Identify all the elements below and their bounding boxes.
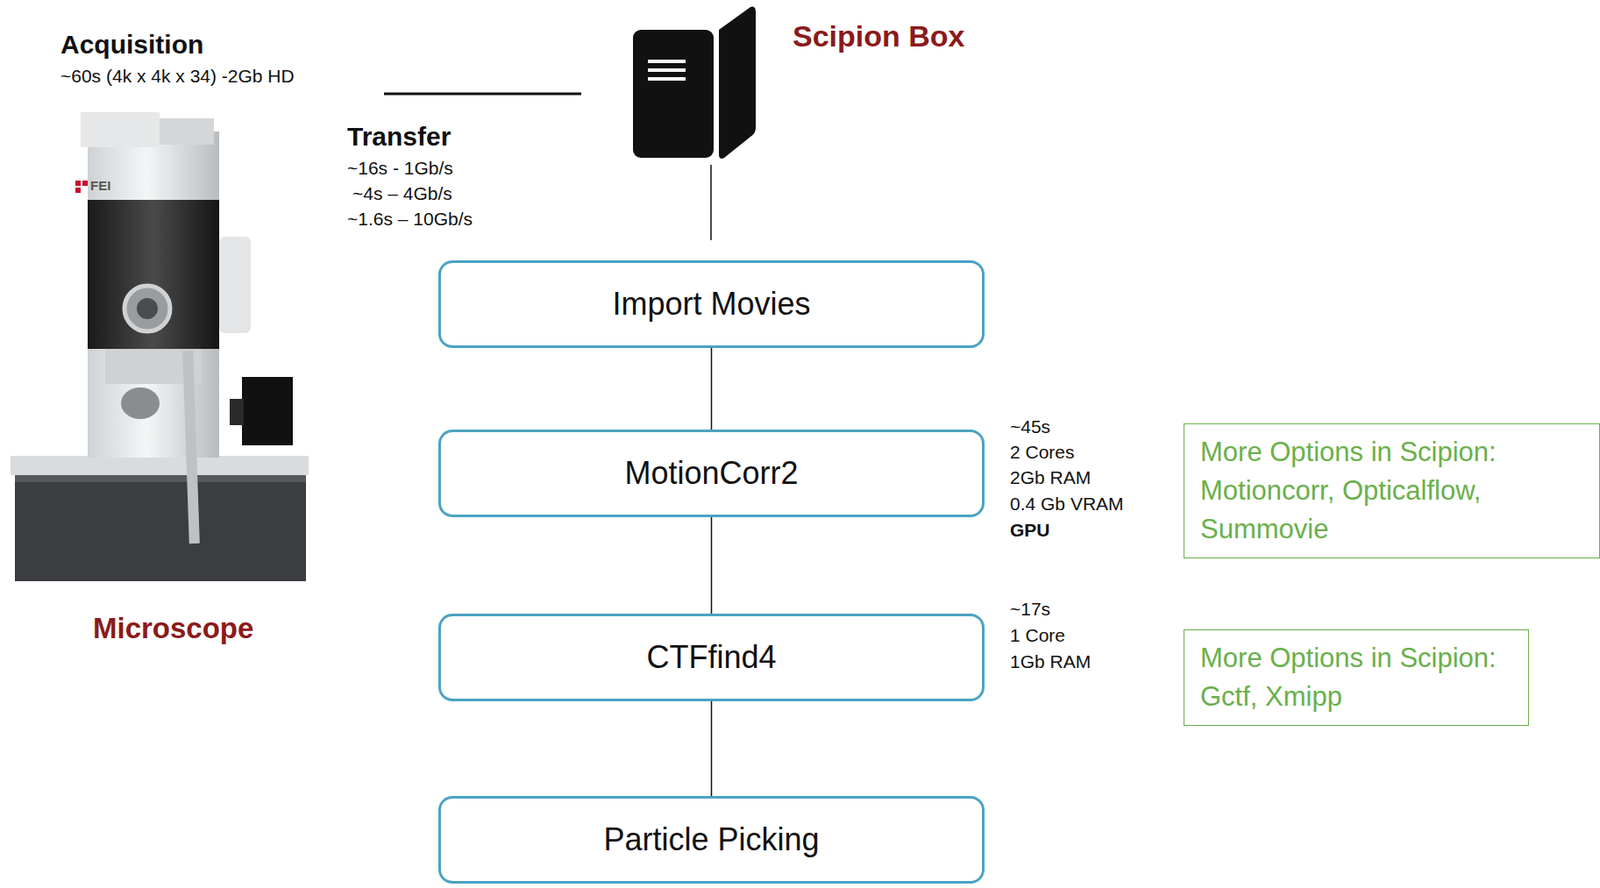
microscope-illustration (10, 112, 309, 582)
box-text: Import Movies (611, 285, 811, 323)
link-line (710, 164, 712, 241)
connector-line (711, 701, 713, 797)
box-text: More Options in Scipion: Motioncorr, Opt… (1200, 433, 1584, 549)
box-text: CTFfind4 (646, 639, 776, 676)
resource-note: 2Gb RAM (1009, 467, 1091, 489)
process-box: Particle Picking (438, 796, 985, 884)
process-box: MotionCorr2 (438, 429, 985, 518)
note-text: ~16s - 1Gb/s (347, 157, 454, 179)
resource-note: 1Gb RAM (1009, 651, 1091, 673)
brand-logo: FEI (90, 177, 111, 193)
section-heading: Acquisition (60, 29, 204, 60)
server-icon (632, 7, 756, 159)
part-name: Scipion Box (792, 19, 965, 54)
note-box: More Options in Scipion: Gctf, Xmipp (1183, 629, 1529, 726)
resource-note: GPU (1009, 519, 1051, 541)
box-text: More Options in Scipion: Gctf, Xmipp (1200, 639, 1513, 717)
part-name: Microscope (92, 611, 254, 646)
note-box: More Options in Scipion: Motioncorr, Opt… (1183, 423, 1600, 559)
connector-line (711, 517, 713, 614)
connector-line (711, 348, 713, 430)
note-text: ~4s – 4Gb/s (352, 183, 453, 205)
process-box: CTFfind4 (438, 613, 985, 702)
note-text: ~1.6s – 10Gb/s (347, 208, 473, 230)
note-text: ~60s (4k x 4k x 34) -2Gb HD (60, 65, 295, 87)
box-text: Particle Picking (603, 821, 819, 859)
resource-note: 0.4 Gb VRAM (1009, 493, 1124, 515)
resource-note: 1 Core (1009, 625, 1066, 647)
resource-note: ~45s (1009, 416, 1051, 438)
resource-note: 2 Cores (1009, 441, 1075, 463)
process-box: Import Movies (438, 260, 985, 349)
section-heading: Transfer (347, 121, 451, 152)
link-line (384, 92, 582, 96)
resource-note: ~17s (1009, 598, 1051, 620)
box-text: MotionCorr2 (624, 455, 798, 492)
